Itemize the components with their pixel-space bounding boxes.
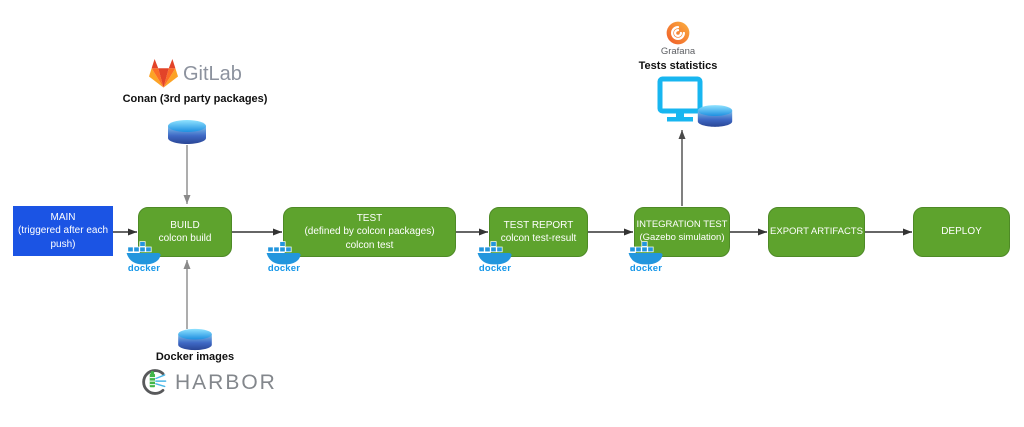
gitlab-wordmark: GitLab [183, 63, 242, 85]
docker-wordmark: docker [127, 263, 161, 274]
stats-database-cylinder-icon [697, 105, 733, 127]
node-deploy: DEPLOY [913, 207, 1010, 257]
grafana-wordmark: Grafana [660, 46, 696, 57]
node-build-label: BUILD colcon build [158, 219, 212, 244]
docker-wordmark: docker [629, 263, 663, 274]
docker-badge-test: docker [264, 241, 304, 274]
grafana-spiral-icon [666, 21, 690, 45]
node-export-artifacts-label: EXPORT ARTIFACTS [770, 225, 863, 237]
harbor-wordmark: HARBOR [175, 371, 277, 394]
docker-badge-build: docker [124, 241, 164, 274]
node-deploy-label: DEPLOY [941, 226, 982, 238]
conan-database-cylinder-icon [168, 120, 206, 144]
node-test-report: TEST REPORT colcon test-result [489, 207, 588, 257]
node-integration-test: INTEGRATION TEST (Gazebo simulation) [634, 207, 730, 257]
node-main-label: MAIN (triggered after each push) [17, 212, 109, 250]
docker-badge-integration-test: docker [626, 241, 666, 274]
harbor-database-cylinder-icon [178, 328, 212, 351]
conan-label: Conan (3rd party packages) [122, 93, 268, 105]
docker-whale-icon [628, 241, 663, 265]
docker-wordmark: docker [478, 263, 512, 274]
node-test: TEST (defined by colcon packages) colcon… [283, 207, 456, 257]
node-main: MAIN (triggered after each push) [13, 206, 113, 256]
node-export-artifacts: EXPORT ARTIFACTS [768, 207, 865, 257]
docker-whale-icon [266, 241, 301, 265]
node-build: BUILD colcon build [138, 207, 232, 257]
docker-whale-icon [477, 241, 512, 265]
node-test-label: TEST (defined by colcon packages) colcon… [304, 213, 435, 251]
node-test-report-label: TEST REPORT colcon test-result [500, 219, 577, 244]
monitor-icon [657, 76, 703, 122]
gitlab-tanuki-icon [148, 58, 179, 88]
docker-whale-icon [126, 241, 161, 265]
node-integration-test-label: INTEGRATION TEST (Gazebo simulation) [636, 219, 728, 243]
docker-images-label: Docker images [155, 351, 235, 363]
docker-badge-test-report: docker [475, 241, 515, 274]
tests-statistics-label: Tests statistics [638, 60, 718, 72]
docker-wordmark: docker [267, 263, 301, 274]
harbor-lighthouse-icon [142, 369, 167, 395]
